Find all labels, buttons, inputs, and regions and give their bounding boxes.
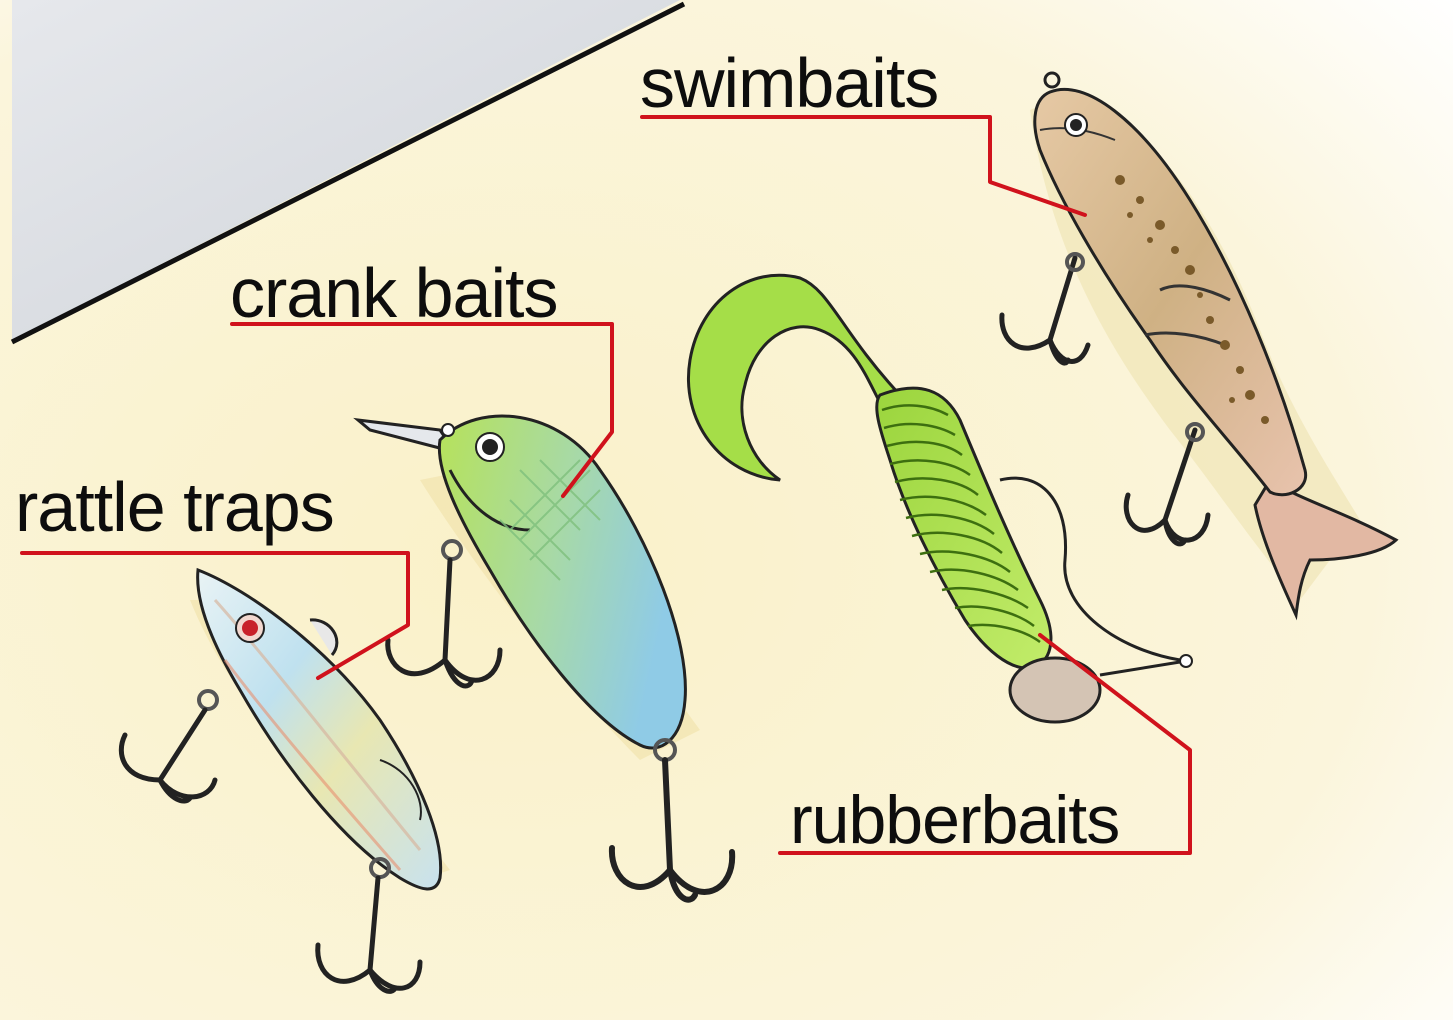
swimbaits-label: swimbaits	[640, 48, 938, 118]
rattle-traps-label: rattle traps	[15, 472, 334, 542]
crank-baits-label: crank baits	[230, 258, 557, 328]
rubberbaits-label: rubberbaits	[790, 786, 1119, 854]
